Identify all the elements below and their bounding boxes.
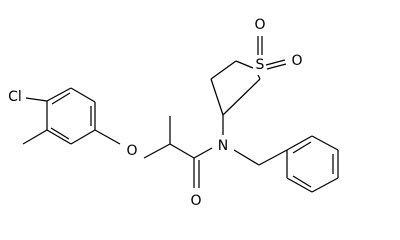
bond-s-oxygen-right-1 bbox=[265, 59, 286, 66]
bond-ring-a1-a2 bbox=[46, 87, 72, 102]
bond-phenyl-p1-p2 bbox=[286, 135, 313, 151]
sulfur-atom-label: S bbox=[256, 57, 265, 73]
bond-sulfolane-c3-c4 bbox=[210, 78, 224, 116]
bond-sulfolane-s-c2 bbox=[257, 74, 261, 80]
bond-sulfolane-c2-c3 bbox=[222, 78, 261, 116]
bond-ring-a5-a6 bbox=[46, 129, 72, 145]
bond-s-oxygen-right-2 bbox=[266, 63, 287, 70]
bond-ring-a4-a5 bbox=[70, 129, 96, 145]
chemical-structure-diagram: Cl O O N S O O bbox=[8, 17, 339, 209]
bond-ch-carbonyl bbox=[169, 143, 195, 159]
bond-sulfolane-c4-c5 bbox=[210, 60, 237, 80]
sulfolane-ring bbox=[210, 36, 287, 135]
bond-ch2-phenyl bbox=[258, 149, 288, 166]
bond-phenyl-p5-p6 bbox=[286, 177, 313, 193]
ether-oxygen-atom-label: O bbox=[126, 143, 137, 159]
bond-c-methyl-aryl bbox=[22, 129, 48, 145]
amide-oxygen-atom-label: O bbox=[190, 193, 201, 209]
bond-ring-inner-3 bbox=[50, 127, 70, 140]
bond-aryl-ether-oxygen bbox=[94, 129, 121, 145]
bond-phenyl-p4-p5 bbox=[311, 177, 339, 193]
bond-phenyl-inner-1 bbox=[292, 141, 312, 154]
nitrogen-atom-label: N bbox=[218, 138, 228, 154]
bond-c-cl bbox=[25, 97, 48, 102]
sulfonyl-oxygen-right-atom-label: O bbox=[291, 53, 302, 69]
bond-phenyl-inner-3 bbox=[292, 175, 312, 188]
phenyl-ring bbox=[286, 135, 339, 193]
bond-ring-a2-a3 bbox=[70, 87, 96, 103]
bond-carbonyl-nitrogen bbox=[193, 147, 213, 159]
bond-n-ch2 bbox=[233, 149, 260, 166]
bond-sulfolane-c5-s bbox=[235, 60, 254, 69]
bond-ring-inner-1 bbox=[51, 92, 71, 105]
chlorine-atom-label: Cl bbox=[8, 89, 22, 105]
bond-ether-oxygen-ch bbox=[143, 143, 171, 159]
bond-phenyl-p2-p3 bbox=[311, 135, 339, 151]
sulfonyl-oxygen-top-atom-label: O bbox=[254, 17, 265, 33]
chlorotolyl-ring bbox=[46, 87, 96, 145]
